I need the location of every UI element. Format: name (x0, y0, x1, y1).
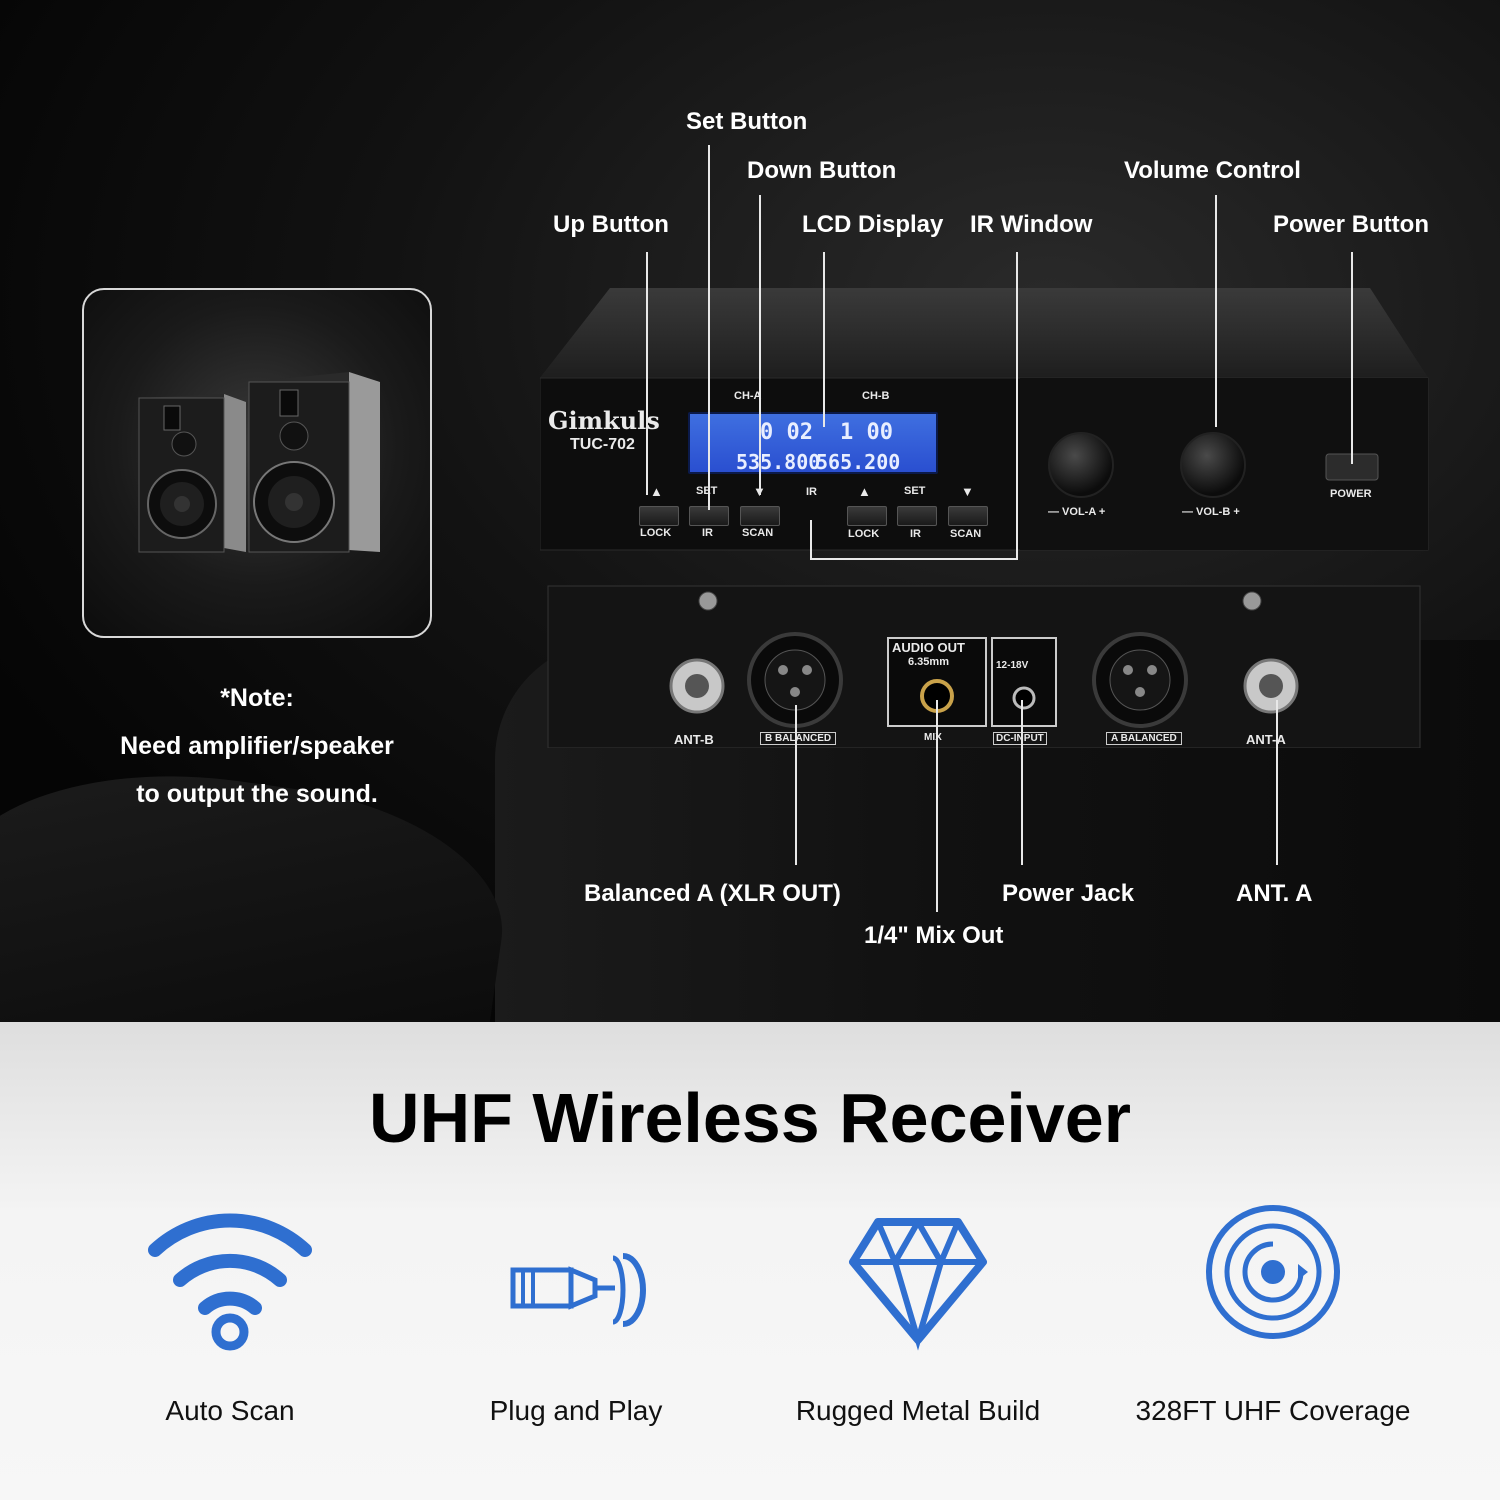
voltage-label: 12-18V (996, 660, 1029, 671)
ant-b-label: ANT-B (674, 732, 714, 747)
down-button-leader (759, 195, 761, 495)
mix-label: MIX (924, 732, 942, 743)
ir-window-label: IR (806, 486, 817, 498)
ir-window-leader (1016, 252, 1018, 560)
callout-lcd-display: LCD Display (802, 211, 944, 238)
lcd-display: 0 02 1 00 535.800 565.200 (688, 412, 938, 474)
power-label: POWER (1330, 488, 1372, 500)
vol-b-label: — VOL-B + (1182, 506, 1240, 518)
power-button-leader (1351, 252, 1353, 464)
volume-leader (1215, 195, 1217, 427)
down-button-b[interactable] (948, 506, 988, 526)
set-button-b[interactable] (897, 506, 937, 526)
down-arrow-b-icon: ▼ (961, 484, 974, 499)
lcd-channel-a: 0 02 (760, 420, 813, 445)
set-label-b: SET (904, 485, 926, 497)
ant-a-leader (1276, 700, 1278, 865)
callout-up-button: Up Button (553, 211, 669, 238)
up-button-leader (646, 252, 648, 495)
up-arrow-b-icon: ▲ (858, 484, 871, 499)
balanced-a-leader (795, 705, 797, 865)
volume-b-knob[interactable] (1180, 432, 1246, 498)
ch-a-label: CH-A (734, 390, 762, 402)
b-balanced-label: B BALANCED (760, 732, 837, 745)
up-button-a[interactable] (639, 506, 679, 526)
lock-label-b: LOCK (848, 528, 880, 540)
speakers-illustration (138, 372, 380, 553)
callout-ant-a: ANT. A (1236, 880, 1313, 907)
callout-mix-out: 1/4" Mix Out (864, 922, 1004, 949)
page-title: UHF Wireless Receiver (369, 1079, 1131, 1157)
feature-coverage (1108, 1200, 1438, 1360)
callout-power-jack: Power Jack (1002, 880, 1135, 907)
lock-label-a: LOCK (640, 527, 672, 539)
audio-out-label: AUDIO OUT (892, 640, 965, 655)
a-balanced-label: A BALANCED (1106, 732, 1182, 745)
feature-rugged-metal-label: Rugged Metal Build (795, 1395, 1041, 1426)
note-line-2: to output the sound. (136, 780, 378, 808)
callout-balanced-a: Balanced A (XLR OUT) (584, 880, 841, 907)
scan-label-b: SCAN (950, 528, 982, 540)
feature-auto-scan-label: Auto Scan (165, 1395, 295, 1426)
feature-rugged-metal (753, 1200, 1083, 1360)
feature-plug-and-play (411, 1200, 741, 1360)
up-button-b[interactable] (847, 506, 887, 526)
note-line-1: Need amplifier/speaker (120, 732, 394, 760)
dc-input-label: DC-INPUT (993, 732, 1047, 745)
model-label: TUC-702 (570, 436, 635, 453)
set-button-leader (708, 145, 710, 510)
receiver-unit: Gimkuls TUC-702 CH-A CH-B 0 02 1 00 535.… (540, 288, 1430, 748)
volume-a-knob[interactable] (1048, 432, 1114, 498)
speaker-image-card (82, 288, 432, 638)
ir-window-bracket-left (810, 520, 812, 560)
up-arrow-icon: ▲ (650, 484, 663, 499)
feature-plug-and-play-label: Plug and Play (489, 1395, 663, 1426)
scan-label-a: SCAN (742, 527, 774, 539)
callout-down-button: Down Button (747, 157, 897, 184)
ir-label-b: IR (910, 528, 921, 540)
down-button-a[interactable] (740, 506, 780, 526)
lcd-channel-b: 1 00 (840, 420, 893, 445)
lcd-frequency-b: 565.200 (816, 450, 901, 474)
coverage-icon (1206, 1205, 1340, 1339)
audio-out-size-label: 6.35mm (908, 656, 949, 668)
power-jack-leader (1021, 700, 1023, 865)
callout-set-button: Set Button (686, 108, 808, 135)
feature-coverage-label: 328FT UHF Coverage (1135, 1395, 1411, 1426)
brand-logo: Gimkuls (548, 406, 660, 435)
vol-a-label: — VOL-A + (1048, 506, 1106, 518)
diamond-icon (849, 1218, 987, 1351)
ir-label-a: IR (702, 527, 713, 539)
ch-b-label: CH-B (862, 390, 890, 402)
speaker-right-icon (248, 372, 380, 553)
callout-ir-window: IR Window (970, 211, 1093, 238)
feature-auto-scan (65, 1200, 395, 1360)
receiver-body (540, 288, 1429, 748)
wifi-icon (148, 1213, 312, 1351)
speaker-left-icon (138, 394, 246, 553)
mix-out-leader (936, 700, 938, 912)
callout-volume-control: Volume Control (1124, 157, 1301, 184)
callout-power-button: Power Button (1273, 211, 1429, 238)
note-heading: *Note: (220, 684, 294, 712)
set-label-a: SET (696, 485, 718, 497)
lcd-display-leader (823, 252, 825, 427)
ant-a-label: ANT-A (1246, 732, 1286, 747)
plug-icon (510, 1253, 646, 1327)
lcd-frequency-a: 535.800 (736, 450, 821, 474)
ir-window-bracket (810, 558, 1018, 560)
